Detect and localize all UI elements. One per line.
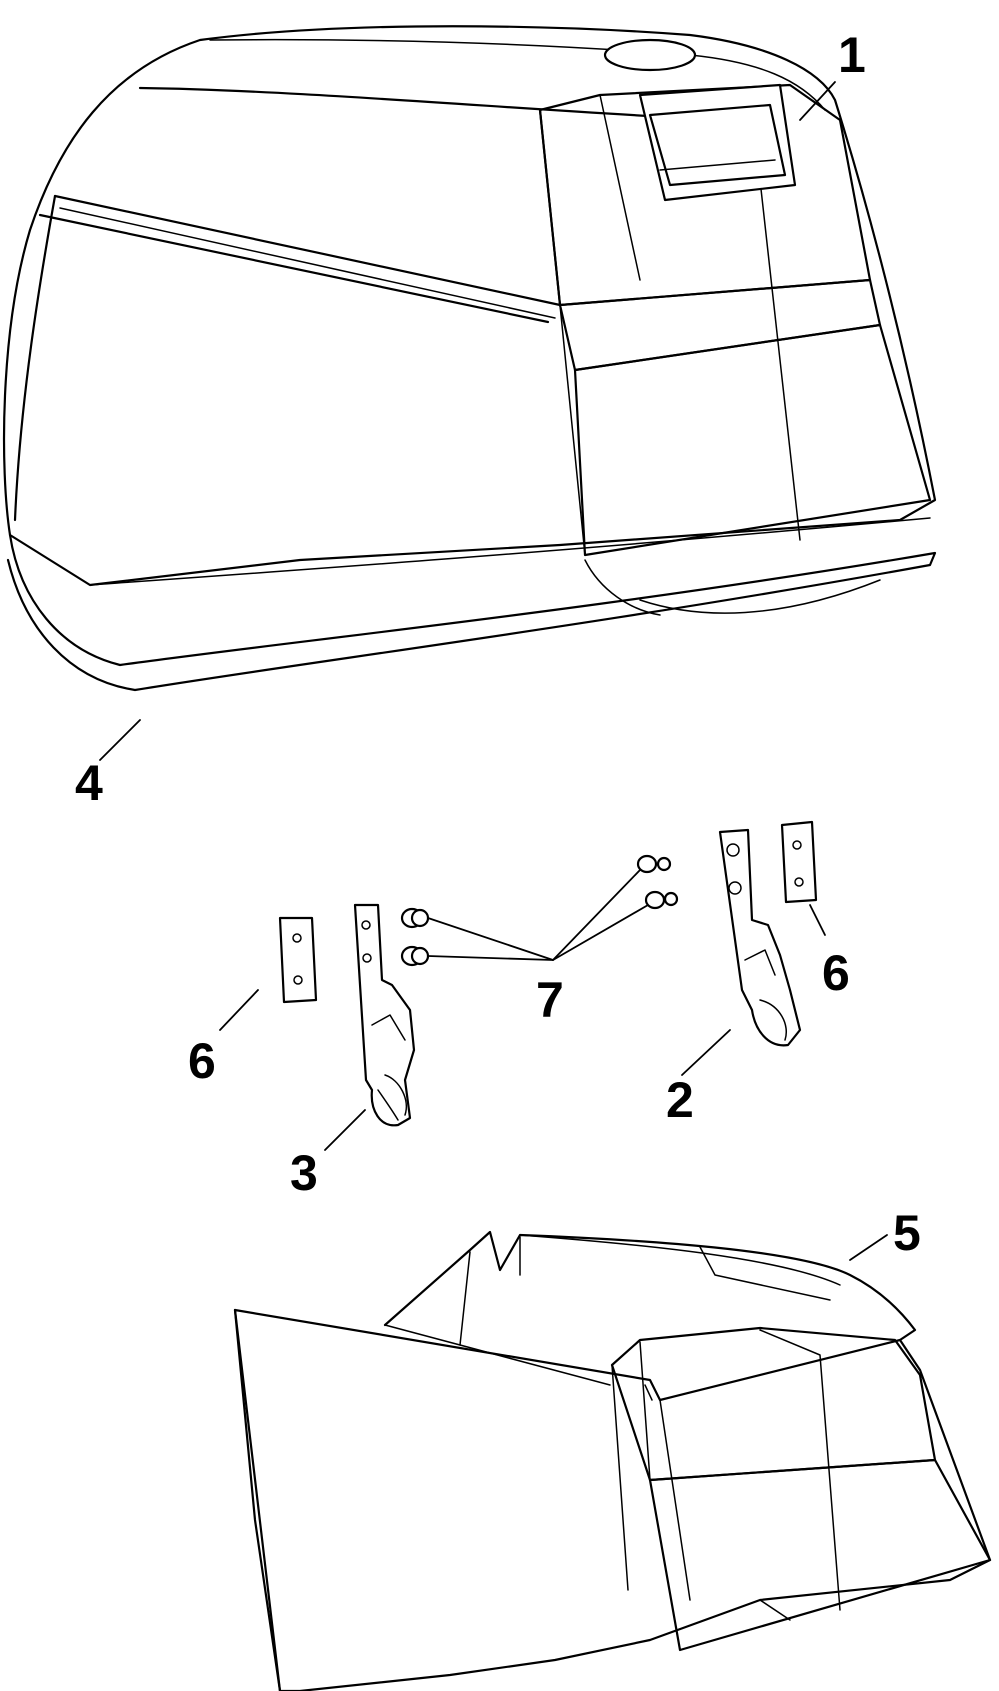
leader-7d xyxy=(552,904,649,961)
leader-6a xyxy=(219,989,259,1031)
leader-5 xyxy=(849,1234,888,1261)
leader-7b xyxy=(427,955,554,961)
leader-3 xyxy=(324,1109,366,1151)
callout-1: 1 xyxy=(838,27,866,83)
plate-right xyxy=(780,820,818,904)
callout-6-left: 6 xyxy=(188,1033,216,1089)
callout-2: 2 xyxy=(666,1072,694,1128)
latch-hook-right xyxy=(718,828,802,1047)
plate-left xyxy=(278,916,318,1004)
bottom-cowl xyxy=(233,1230,992,1691)
leader-7c xyxy=(552,869,641,961)
callout-3: 3 xyxy=(290,1145,318,1201)
leader-6b xyxy=(809,904,826,936)
leader-7a xyxy=(427,917,554,961)
top-cowl xyxy=(2,25,937,692)
leader-4 xyxy=(99,719,141,761)
leader-2 xyxy=(681,1029,731,1076)
callout-6-right: 6 xyxy=(822,945,850,1001)
leader-1 xyxy=(799,81,836,121)
callout-4: 4 xyxy=(75,755,103,811)
latch-hook-left xyxy=(353,903,416,1127)
screws xyxy=(400,854,679,967)
leader-lines xyxy=(99,81,888,1261)
callout-7: 7 xyxy=(536,972,564,1028)
callout-5: 5 xyxy=(893,1205,921,1261)
